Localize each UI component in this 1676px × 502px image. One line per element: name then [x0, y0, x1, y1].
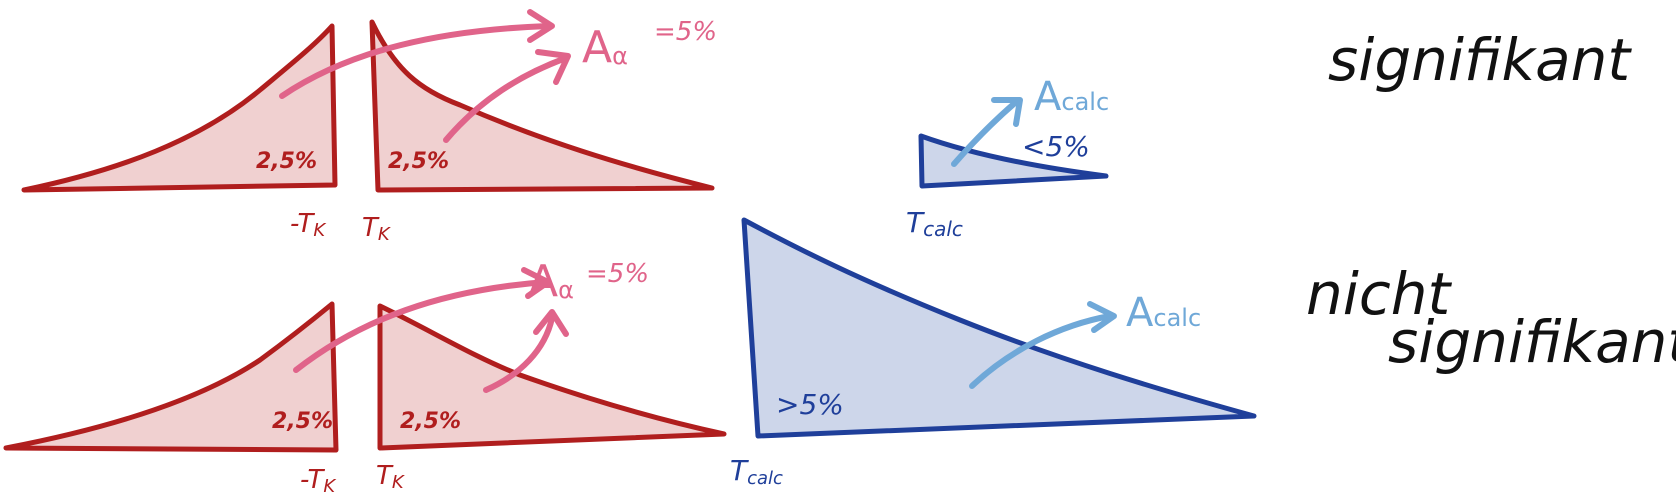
bottom-alpha-arrow-2-head [533, 309, 569, 337]
bottom-row: 2,5% 2,5% -TK TK Aα =5% >5% Acalc Tcalc … [3, 217, 1676, 497]
bottom-alpha-arrow-1 [293, 279, 549, 373]
bottom-verdict-line2: signifikant [1388, 308, 1676, 376]
bottom-calc-area [741, 217, 1257, 439]
bottom-calc-arrow [969, 313, 1113, 389]
top-calc-area-main: A [1034, 74, 1062, 120]
bottom-calc-area-sub: calc [1153, 304, 1201, 332]
bottom-tk-main: T [376, 461, 394, 491]
bottom-t-calc-sub: calc [747, 468, 783, 489]
top-alpha-sub: α [612, 42, 628, 70]
bottom-calc-area-main: A [1126, 290, 1154, 336]
top-calc-arrow-head [991, 97, 1023, 127]
bottom-neg-tk-main: -T [300, 465, 325, 495]
top-right-tail-label: 2,5% [388, 149, 449, 174]
top-neg-tk-sub: K [313, 220, 326, 241]
bottom-neg-tk-sub: K [323, 476, 336, 497]
bottom-calc-tail-label: >5% [776, 388, 844, 421]
top-t-calc-main: T [906, 206, 925, 239]
bottom-alpha-value: =5% [586, 259, 649, 289]
top-alpha-arrow-2-head [535, 49, 571, 85]
top-alpha-arrow-2 [443, 55, 569, 143]
bottom-t-calc-label: Tcalc [730, 454, 783, 489]
bottom-t-calc-main: T [730, 454, 749, 487]
top-t-calc-label: Tcalc [906, 206, 963, 241]
top-tk-sub: K [378, 224, 391, 245]
top-alpha-label: Aα [582, 22, 628, 73]
top-verdict: signifikant [1328, 26, 1632, 94]
top-calc-area-sub: calc [1061, 88, 1109, 116]
bottom-alpha-sub: α [558, 276, 574, 304]
top-calc-arrow [951, 99, 1019, 167]
top-tk-main: T [362, 213, 380, 243]
top-tk-label: TK [362, 213, 391, 245]
bottom-tk-sub: K [392, 472, 405, 493]
top-left-tail-label: 2,5% [256, 149, 317, 174]
top-row: 2,5% 2,5% -TK TK Aα =5% <5% Acalc Tcalc [21, 9, 1632, 245]
bottom-right-tail-area [377, 303, 727, 451]
bottom-neg-tk-label: -TK [300, 465, 336, 497]
bottom-calc-arrow-head [1087, 301, 1117, 333]
top-left-tail-area [21, 23, 338, 193]
top-alpha-value: =5% [654, 17, 717, 47]
top-t-calc-sub: calc [923, 217, 963, 241]
bottom-left-tail-label: 2,5% [272, 409, 333, 434]
bottom-calc-area-label: Acalc [1126, 290, 1201, 336]
top-neg-tk-label: -TK [290, 209, 326, 241]
top-neg-tk-main: -T [290, 209, 315, 239]
top-calc-area-label: Acalc [1034, 74, 1109, 120]
top-calc-area [918, 133, 1109, 189]
bottom-alpha-arrow-1-head [521, 267, 551, 299]
bottom-verdict-line1: nicht [1306, 260, 1453, 328]
top-alpha-arrow-1-head [527, 9, 555, 43]
top-alpha-main: A [582, 22, 612, 73]
bottom-right-tail-label: 2,5% [400, 409, 461, 434]
bottom-alpha-main: A [528, 256, 558, 307]
bottom-alpha-label: Aα [528, 256, 574, 307]
bottom-tk-label: TK [376, 461, 405, 493]
bottom-left-tail-area [3, 301, 339, 453]
top-right-tail-area [369, 19, 715, 193]
bottom-alpha-arrow-2 [483, 315, 555, 393]
top-calc-tail-label: <5% [1022, 130, 1090, 163]
top-alpha-arrow-1 [279, 23, 551, 99]
